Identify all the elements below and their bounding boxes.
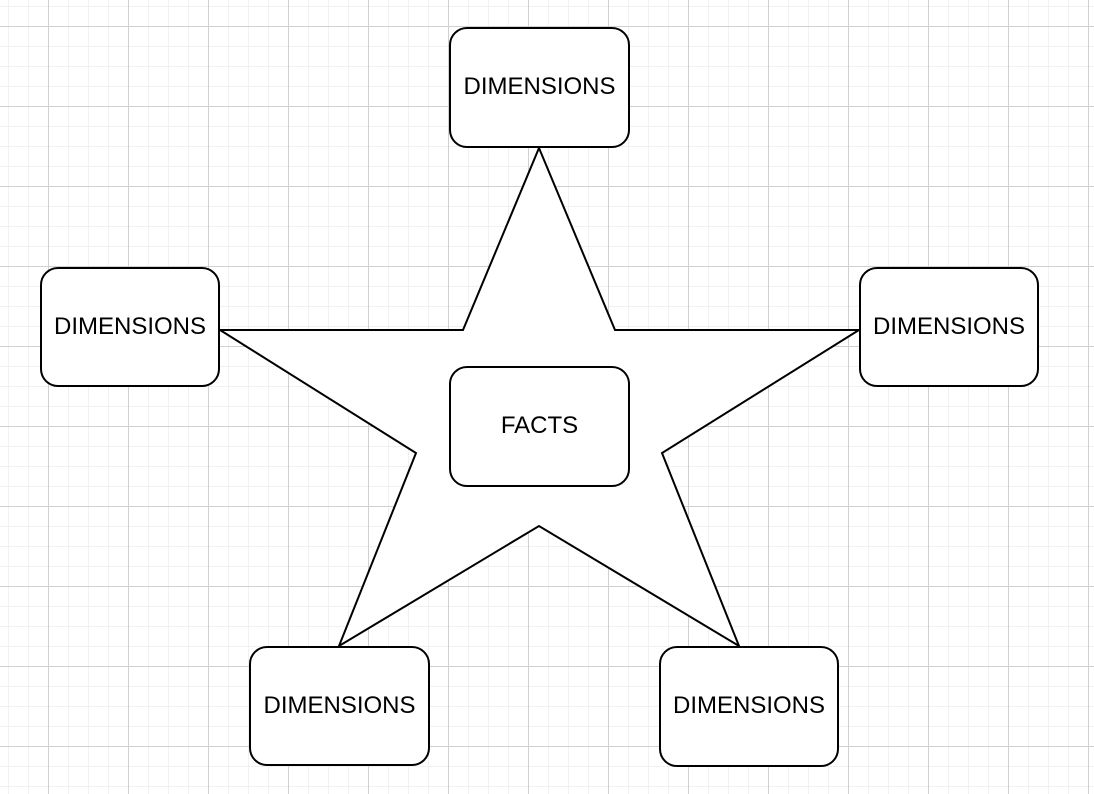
node-dimensions-left-label: DIMENSIONS	[53, 312, 206, 340]
node-dimensions-top[interactable]: DIMENSIONS	[449, 27, 630, 148]
node-dimensions-bottom-left[interactable]: DIMENSIONS	[249, 646, 430, 766]
node-dimensions-left[interactable]: DIMENSIONS	[40, 267, 220, 387]
node-facts[interactable]: FACTS	[449, 366, 630, 487]
node-dimensions-top-label: DIMENSIONS	[463, 73, 616, 101]
node-dimensions-right[interactable]: DIMENSIONS	[859, 267, 1039, 387]
node-dimensions-bottom-left-label: DIMENSIONS	[263, 691, 416, 719]
node-dimensions-bottom-right[interactable]: DIMENSIONS	[659, 646, 839, 767]
node-facts-label: FACTS	[500, 412, 579, 440]
node-dimensions-right-label: DIMENSIONS	[872, 312, 1025, 340]
node-dimensions-bottom-right-label: DIMENSIONS	[672, 692, 825, 720]
